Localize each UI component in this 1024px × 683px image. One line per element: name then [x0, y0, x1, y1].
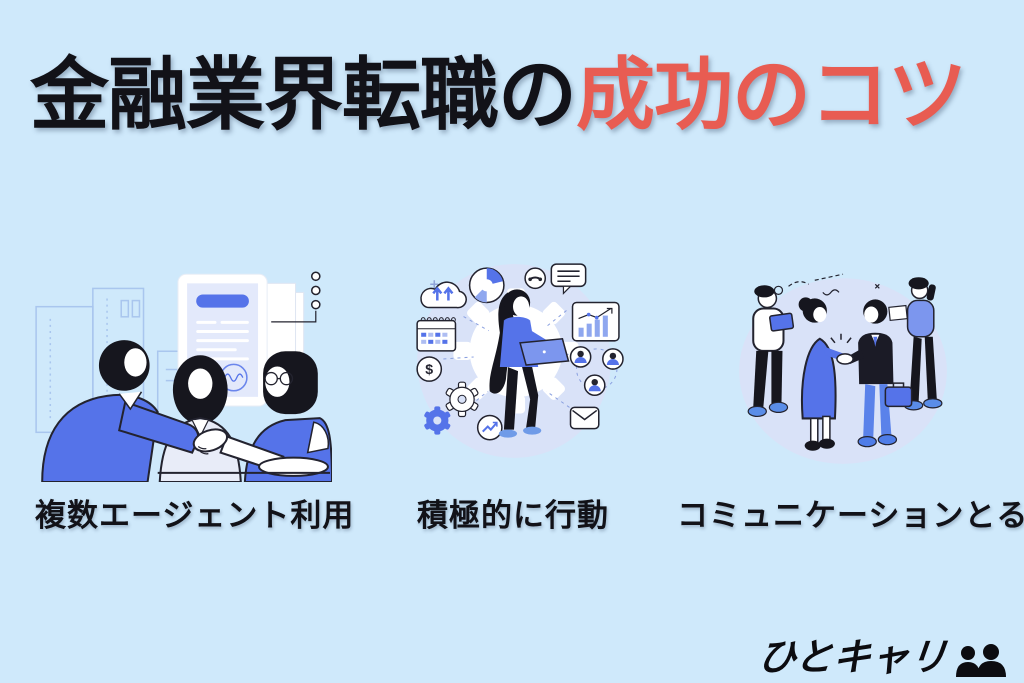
chat-bubble-icon — [550, 263, 587, 295]
tip-figure-1 — [28, 258, 332, 482]
svg-text:$: $ — [425, 361, 433, 377]
briefcase-icon — [884, 386, 913, 408]
bar-line-chart-icon — [571, 301, 620, 342]
trend-icon — [476, 414, 503, 441]
tip-caption-1: 複数エージェント利用 — [35, 498, 355, 533]
tip-figure-3 — [726, 258, 958, 476]
woman-with-laptop — [489, 289, 570, 438]
people-network-icon — [569, 346, 624, 397]
glasses-icon — [264, 371, 294, 386]
envelope-icon — [569, 406, 600, 430]
handshake-hands — [830, 333, 854, 365]
person-jacket-man — [847, 299, 913, 448]
person-right-woman — [219, 351, 332, 482]
contract-handshake-illustration — [35, 271, 332, 482]
proactive-action-illustration: $ — [416, 263, 624, 458]
tip-caption-3: コミュニケーションとる — [677, 498, 1024, 533]
dollar-coin-icon: $ — [416, 356, 443, 382]
person-dress-woman — [798, 297, 848, 451]
networking-illustration — [739, 273, 947, 464]
tip-figure-2: $ — [403, 258, 625, 466]
person-paper-woman — [888, 277, 943, 411]
title-red-part: 成功のコツ — [576, 50, 967, 139]
phone-icon — [524, 267, 547, 290]
sparkle-icon — [430, 280, 439, 289]
two-people-icon — [956, 644, 1006, 677]
cloud-upload-icon — [420, 281, 467, 309]
pie-chart-icon — [468, 267, 505, 304]
page-title: 金融業界転職の成功のコツ — [30, 48, 967, 143]
squiggle-decoration — [773, 273, 880, 296]
small-gears-icon — [424, 381, 479, 435]
dots-decoration — [310, 271, 321, 310]
calendar-icon — [416, 317, 457, 352]
brand-logo-text: ひとキャリ — [755, 637, 950, 679]
person-left-man — [41, 340, 200, 482]
brand-logo: ひとキャリ — [755, 637, 1006, 679]
title-black-part: 金融業界転職の — [30, 50, 577, 139]
person-folder-man — [747, 285, 795, 418]
handshake-hands — [192, 428, 229, 455]
tip-caption-2: 積極的に行動 — [417, 498, 609, 533]
